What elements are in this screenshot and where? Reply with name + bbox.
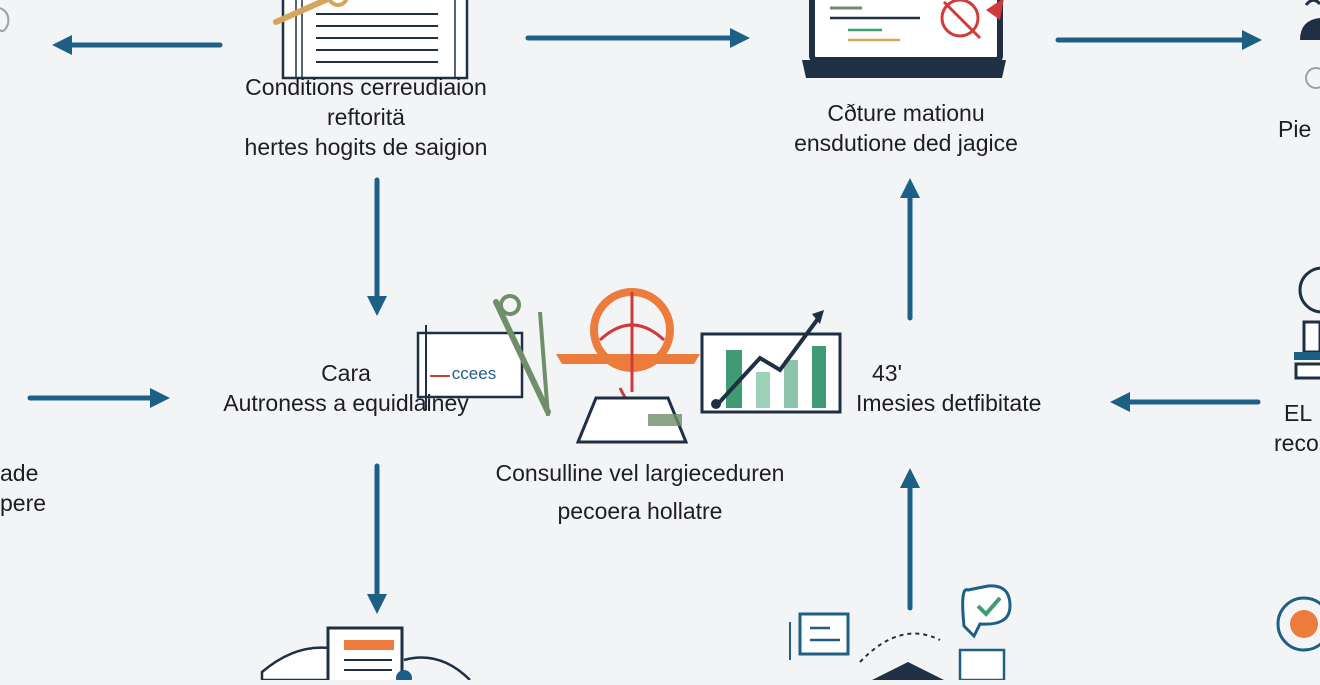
connector-arrows: [27, 28, 1262, 614]
checklist-badge-text: ccees: [451, 364, 497, 383]
conditions-line-2: reftoritä: [327, 104, 405, 130]
imesies-line-1: 43': [872, 360, 902, 386]
conditions-label: Conditions cerreudiaion reftoritä hertes…: [206, 72, 526, 162]
scale-seal-icon: [556, 288, 700, 444]
pie-label: Pie: [1278, 114, 1320, 144]
target-icon: [1276, 596, 1320, 652]
house-network-icon: [789, 584, 1012, 682]
document-key-icon: [273, 0, 469, 80]
laptop-icon: [802, 0, 1006, 78]
ade-line-1: ade: [0, 460, 39, 486]
coture-line-1: Cðture mationu: [827, 100, 985, 126]
conditions-line-3: hertes hogits de saigion: [244, 134, 488, 160]
consulline-line-2: pecoera hollatre: [557, 498, 723, 524]
cara-line-1: Cara: [321, 360, 371, 386]
lamp-icon: [1294, 266, 1320, 380]
coture-label: Cðture mationu ensdutione ded jagice: [756, 98, 1056, 158]
checklist-badge: ccees: [432, 359, 516, 389]
files-stack-icon: [260, 626, 471, 685]
el-label: EL reco: [1274, 398, 1320, 458]
el-line-1: EL: [1284, 400, 1313, 426]
consulline-line-1: Consulline vel largieceduren: [495, 460, 785, 486]
coture-line-2: ensdutione ded jagice: [794, 130, 1018, 156]
chart-board-icon: [700, 310, 842, 414]
spiral-icon: [0, 7, 10, 33]
imesies-line-2: Imesies detfibitate: [856, 390, 1042, 416]
ade-line-2: pere: [0, 490, 47, 516]
el-line-2: reco: [1274, 430, 1319, 456]
imesies-label: 43' Imesies detfibitate: [856, 358, 1086, 418]
cara-line-2: Autroness a equidlainey: [223, 390, 469, 416]
person-icon: [1300, 0, 1320, 89]
cara-label: Cara Autroness a equidlainey: [196, 358, 496, 418]
conditions-line-1: Conditions cerreudiaion: [245, 74, 487, 100]
ade-label: ade pere: [0, 458, 60, 518]
consulline-label: Consulline vel largieceduren pecoera hol…: [450, 458, 830, 526]
pie-line-1: Pie: [1278, 116, 1312, 142]
checklist-board-icon: [416, 294, 551, 417]
